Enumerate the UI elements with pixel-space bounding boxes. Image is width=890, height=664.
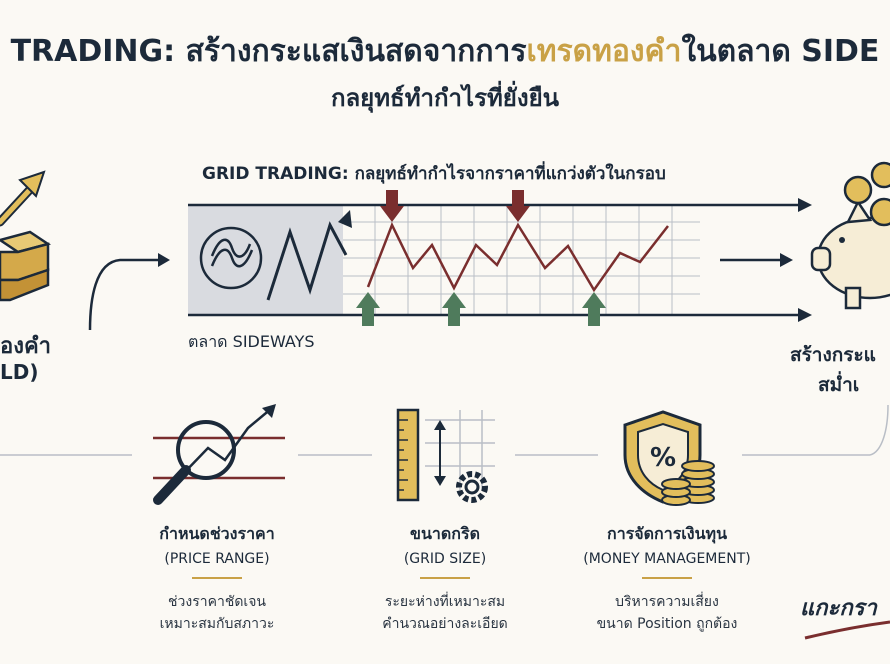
card-grid-size: ขนาดกริด (GRID SIZE) ระยะห่างที่เหมาะสม … — [340, 522, 550, 635]
grid-size-icon — [396, 408, 495, 503]
card-subheading: (MONEY MANAGEMENT) — [583, 551, 751, 567]
card-heading: การจัดการเงินทุน — [607, 524, 727, 543]
card-subheading: (GRID SIZE) — [403, 551, 487, 567]
card-divider — [642, 577, 692, 579]
card-description: ช่วงราคาชัดเจน — [168, 594, 266, 610]
connector-arrow-left — [88, 258, 165, 331]
card-price-range: กำหนดช่วงราคา (PRICE RANGE) ช่วงราคาชัดเ… — [112, 522, 322, 635]
card-description: บริหารความเสี่ยง — [615, 594, 719, 610]
range-boundary-lines — [188, 203, 805, 317]
card-heading: ขนาดกริด — [410, 524, 480, 543]
upper-boundary-arrowhead — [798, 198, 812, 212]
growth-arrow-icon — [0, 170, 46, 227]
card-description: เหมาะสมกับสภาวะ — [159, 616, 275, 632]
card-description: ระยะห่างที่เหมาะสม — [384, 594, 506, 610]
title-suffix: ในตลาด SIDE — [681, 34, 880, 69]
cashflow-label: สร้างกระแ — [790, 344, 876, 366]
card-description: คำนวณอย่างละเอียด — [382, 616, 508, 632]
piggy-bank-icon — [810, 199, 890, 310]
page-title: TRADING: สร้างกระแสเงินสดจากการเทรดทองคำ… — [0, 28, 890, 75]
sideways-trend-line — [266, 221, 348, 301]
gold-coins-icon — [843, 161, 890, 227]
card-divider — [192, 577, 242, 579]
card-description: ขนาด Position ถูกต้อง — [596, 616, 738, 632]
lower-boundary-arrowhead — [798, 308, 812, 322]
grid-trading-title: GRID TRADING: กลยุทธ์ทำกำไรจากราคาที่แกว… — [202, 164, 666, 184]
author-signature: แกะกรา — [800, 596, 877, 621]
cashflow-sublabel: สม่ำเ — [818, 374, 860, 396]
buy-arrow-icon — [442, 292, 466, 326]
price-line — [366, 221, 669, 293]
gold-sublabel: LD) — [0, 360, 39, 384]
sell-arrow-icon — [506, 190, 530, 222]
buy-arrow-icon — [356, 292, 380, 326]
sideways-trend-arrowhead — [338, 210, 352, 228]
gold-label: องคำ — [0, 334, 52, 359]
card-money-management: การจัดการเงินทุน (MONEY MANAGEMENT) บริห… — [562, 522, 772, 635]
gold-bars-icon — [0, 230, 51, 302]
connector-arrowhead-right — [780, 253, 793, 267]
card-subheading: (PRICE RANGE) — [164, 551, 270, 567]
buy-arrow-icon — [582, 292, 606, 326]
svg-text:%: % — [650, 443, 676, 473]
connector-arrowhead-left — [158, 253, 170, 267]
signature-underline — [804, 620, 890, 640]
money-management-icon: % — [623, 410, 715, 506]
sell-arrow-icon — [380, 190, 404, 222]
sideways-market-label: ตลาด SIDEWAYS — [188, 332, 315, 351]
grid-lines — [343, 205, 700, 315]
price-range-icon — [153, 404, 285, 505]
page-subtitle: กลยุทธ์ทำกำไรที่ยั่งยืน — [330, 84, 560, 112]
sideways-wave-icon — [199, 226, 263, 290]
card-divider — [420, 577, 470, 579]
title-prefix: TRADING: สร้างกระแสเงินสดจากการ — [10, 34, 527, 69]
bottom-connector-line — [0, 404, 889, 456]
card-heading: กำหนดช่วงราคา — [159, 524, 275, 543]
title-highlight: เทรดทองคำ — [526, 34, 682, 69]
